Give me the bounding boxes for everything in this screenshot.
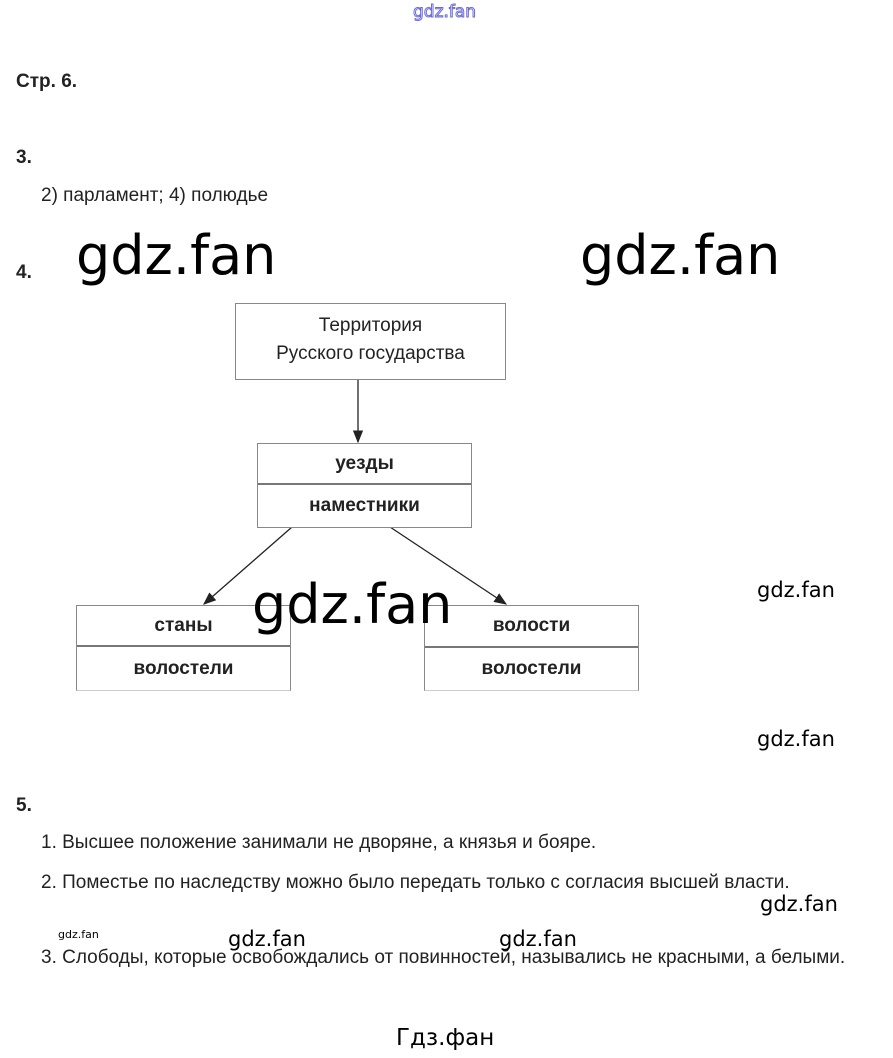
page-label: Стр. 6. [16,71,78,92]
task5-item-2: 2. Поместье по наследству можно было пер… [41,872,790,893]
diagram-root-box: Территория Русского государства [235,303,506,380]
watermark: gdz.fan [252,573,453,636]
task5-number: 5. [16,795,32,816]
watermark: gdz.fan [76,224,277,287]
left-top: станы [154,614,213,636]
root-line2: Русского государства [276,343,465,364]
middle-bottom: наместники [258,483,471,527]
watermark: gdz.fan [580,224,781,287]
watermark: gdz.fan [58,928,99,941]
task4-number: 4. [16,262,32,283]
middle-top: уезды [335,452,394,474]
watermark: gdz.fan [760,892,838,916]
diagram-middle-box: уезды наместники [257,443,472,528]
task5-item-1: 1. Высшее положение занимали не дворяне,… [41,832,597,853]
diagram-left-box: станы волостели [76,605,291,691]
watermark: gdz.fan [228,927,306,951]
root-line1: Территория [318,315,423,336]
watermark: gdz.fan [499,927,577,951]
task3-number: 3. [16,147,32,168]
watermark: gdz.fan [757,727,835,751]
diagram-right-box: волости волостели [424,605,639,691]
watermark-top: gdz.fan [412,2,477,23]
watermark: gdz.fan [757,578,835,602]
right-bottom: волостели [425,646,638,690]
task5-item-3: 3. Слободы, которые освобождались от пов… [41,947,846,968]
task3-answer: 2) парламент; 4) полюдье [41,185,269,206]
watermark-ru: Гдз.фан [396,1025,495,1051]
left-bottom: волостели [77,645,290,690]
right-top: волости [492,615,571,636]
